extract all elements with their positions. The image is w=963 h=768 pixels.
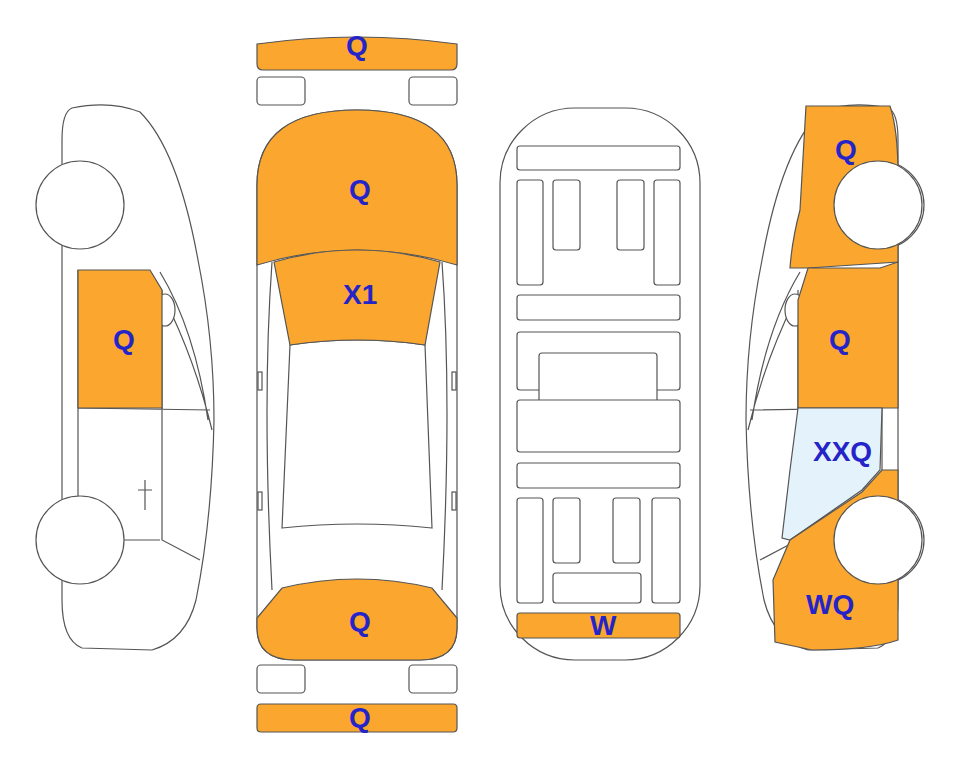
damage-code: W bbox=[590, 612, 616, 640]
door-panel: Q bbox=[798, 266, 898, 410]
bumper-panel: Q bbox=[257, 704, 457, 732]
car-body-top bbox=[257, 110, 457, 660]
hood-panel: Q bbox=[257, 110, 457, 268]
handle bbox=[258, 492, 262, 510]
damage-code: X1 bbox=[343, 281, 377, 309]
taillight bbox=[257, 665, 305, 693]
trunk-panel: Q bbox=[257, 568, 457, 662]
damage-code: WQ bbox=[806, 591, 854, 619]
damage-code: Q bbox=[349, 176, 371, 204]
chassis-parts bbox=[517, 146, 680, 603]
panel-shape bbox=[788, 103, 898, 271]
damage-code: Q bbox=[829, 326, 851, 354]
fender-panel: Q bbox=[788, 103, 898, 271]
side-view bbox=[36, 105, 214, 650]
handle bbox=[452, 492, 456, 510]
headlight bbox=[409, 77, 457, 105]
door-panel: Q bbox=[78, 268, 164, 410]
undercarriage bbox=[500, 108, 700, 660]
panel-shape bbox=[770, 488, 898, 652]
underbody-panel: W bbox=[517, 613, 680, 638]
roof bbox=[282, 340, 432, 528]
handle bbox=[258, 372, 262, 390]
windshield-panel: X1 bbox=[272, 236, 442, 348]
damage-code: XXQ bbox=[813, 438, 872, 466]
quarter-panel: WQ bbox=[770, 488, 898, 652]
taillight bbox=[409, 665, 457, 693]
damage-code: Q bbox=[346, 32, 368, 60]
damage-code: Q bbox=[349, 704, 371, 732]
damage-code: Q bbox=[113, 326, 135, 354]
headlight bbox=[257, 77, 305, 105]
handle bbox=[452, 372, 456, 390]
damage-code: Q bbox=[349, 608, 371, 636]
damage-code: Q bbox=[835, 136, 857, 164]
bumper-panel: Q bbox=[257, 34, 457, 71]
